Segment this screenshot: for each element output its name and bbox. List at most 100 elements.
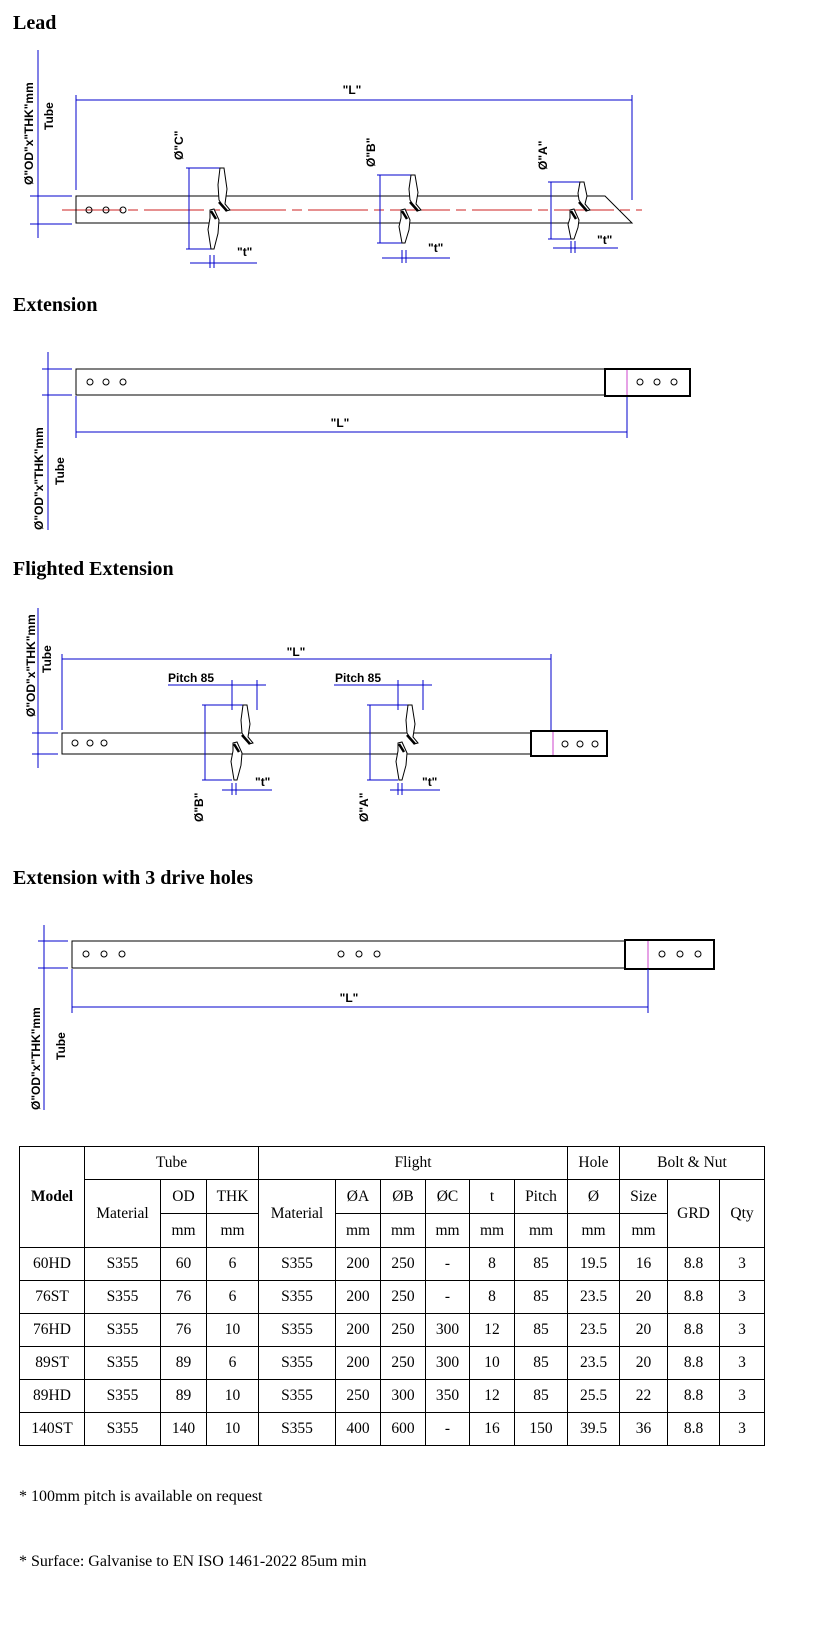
table-cell: 8.8 xyxy=(667,1379,720,1413)
col-pitch: Pitch xyxy=(514,1179,568,1214)
table-cell: S355 xyxy=(84,1379,161,1413)
table-cell: 20 xyxy=(619,1280,668,1314)
table-cell: S355 xyxy=(258,1346,336,1380)
col-b: ØB xyxy=(380,1179,426,1214)
unit-cell: mm xyxy=(380,1213,426,1248)
table-cell: 250 xyxy=(380,1346,426,1380)
thickness-label: "t" xyxy=(597,233,612,247)
table-cell: 8 xyxy=(469,1280,515,1314)
col-od: OD xyxy=(160,1179,207,1214)
col-material: Material xyxy=(84,1179,161,1248)
col-size: Size xyxy=(619,1179,668,1214)
col-t: t xyxy=(469,1179,515,1214)
table-cell: S355 xyxy=(84,1280,161,1314)
table-cell: 350 xyxy=(425,1379,470,1413)
table-cell: S355 xyxy=(258,1313,336,1347)
table-cell: 23.5 xyxy=(567,1313,620,1347)
lead-tube xyxy=(75,195,634,224)
table-cell: S355 xyxy=(84,1247,161,1281)
table-cell: 10 xyxy=(469,1346,515,1380)
group-bolt: Bolt & Nut xyxy=(619,1146,765,1180)
table-cell: 3 xyxy=(719,1313,765,1347)
table-cell: 12 xyxy=(469,1313,515,1347)
extension-title: Extension xyxy=(13,294,98,316)
table-cell: 8.8 xyxy=(667,1346,720,1380)
table-cell: 89 xyxy=(160,1379,207,1413)
col-thk: THK xyxy=(206,1179,259,1214)
col-qty: Qty xyxy=(719,1179,765,1248)
flight-blade xyxy=(232,734,251,753)
diameter-b-label: Ø"B" xyxy=(192,793,206,822)
flight-blade xyxy=(408,174,422,212)
tube-label: Tube xyxy=(40,645,54,673)
table-cell: S355 xyxy=(84,1346,161,1380)
table-cell: 60 xyxy=(160,1247,207,1281)
table-cell: S355 xyxy=(258,1412,336,1446)
group-tube: Tube xyxy=(84,1146,259,1180)
table-cell: 85 xyxy=(514,1247,568,1281)
group-flight: Flight xyxy=(258,1146,568,1180)
table-cell: S355 xyxy=(84,1313,161,1347)
table-cell: 10 xyxy=(206,1313,259,1347)
table-cell: 16 xyxy=(619,1247,668,1281)
table-cell: 8.8 xyxy=(667,1280,720,1314)
table-cell: 85 xyxy=(514,1346,568,1380)
table-cell: 300 xyxy=(380,1379,426,1413)
table-cell: - xyxy=(425,1412,470,1446)
table-cell: 23.5 xyxy=(567,1346,620,1380)
table-cell: 89HD xyxy=(19,1379,85,1413)
col-grd: GRD xyxy=(667,1179,720,1248)
thickness-label: "t" xyxy=(237,245,252,259)
col-model: Model xyxy=(19,1146,85,1248)
col-a: ØA xyxy=(335,1179,381,1214)
tube-label: Tube xyxy=(54,1032,68,1060)
table-cell: 150 xyxy=(514,1412,568,1446)
table-cell: 600 xyxy=(380,1412,426,1446)
table-cell: 3 xyxy=(719,1346,765,1380)
dimension-lines xyxy=(30,50,633,268)
flight-blade xyxy=(405,704,419,745)
flight-blade xyxy=(569,201,588,220)
table-cell: S355 xyxy=(84,1412,161,1446)
flight-blade xyxy=(240,704,254,745)
table-cell: 140ST xyxy=(19,1412,85,1446)
table-cell: - xyxy=(425,1247,470,1281)
unit-cell: mm xyxy=(335,1213,381,1248)
table-cell: S355 xyxy=(258,1280,336,1314)
thickness-label: "t" xyxy=(428,241,443,255)
thickness-label: "t" xyxy=(422,775,437,789)
bolt-holes xyxy=(86,378,678,386)
unit-cell: mm xyxy=(160,1213,207,1248)
table-cell: 3 xyxy=(719,1412,765,1446)
length-label: "L" xyxy=(331,416,350,430)
flight-blade xyxy=(397,734,416,753)
unit-cell: mm xyxy=(206,1213,259,1248)
table-cell: 8.8 xyxy=(667,1313,720,1347)
pitch-label: Pitch 85 xyxy=(168,671,214,685)
drive-tube xyxy=(71,940,626,969)
flighted-extension-title: Flighted Extension xyxy=(13,558,174,580)
table-cell: 6 xyxy=(206,1346,259,1380)
col-flight-material: Material xyxy=(258,1179,336,1248)
tube-dimension-label: Ø"OD"x"THK"mm xyxy=(32,427,46,530)
table-cell: 20 xyxy=(619,1346,668,1380)
tube-label: Tube xyxy=(42,102,56,130)
table-cell: 3 xyxy=(719,1280,765,1314)
table-cell: 3 xyxy=(719,1247,765,1281)
table-cell: 19.5 xyxy=(567,1247,620,1281)
pitch-label: Pitch 85 xyxy=(335,671,381,685)
table-cell: - xyxy=(425,1280,470,1314)
flight-blade xyxy=(207,208,220,250)
extension-drawing: "L" Ø"OD"x"THK"mm Tube xyxy=(32,352,691,530)
unit-cell: mm xyxy=(514,1213,568,1248)
flight-blade xyxy=(577,181,591,212)
flight-blade xyxy=(400,201,419,220)
table-cell: 76 xyxy=(160,1313,207,1347)
length-label: "L" xyxy=(287,645,306,659)
